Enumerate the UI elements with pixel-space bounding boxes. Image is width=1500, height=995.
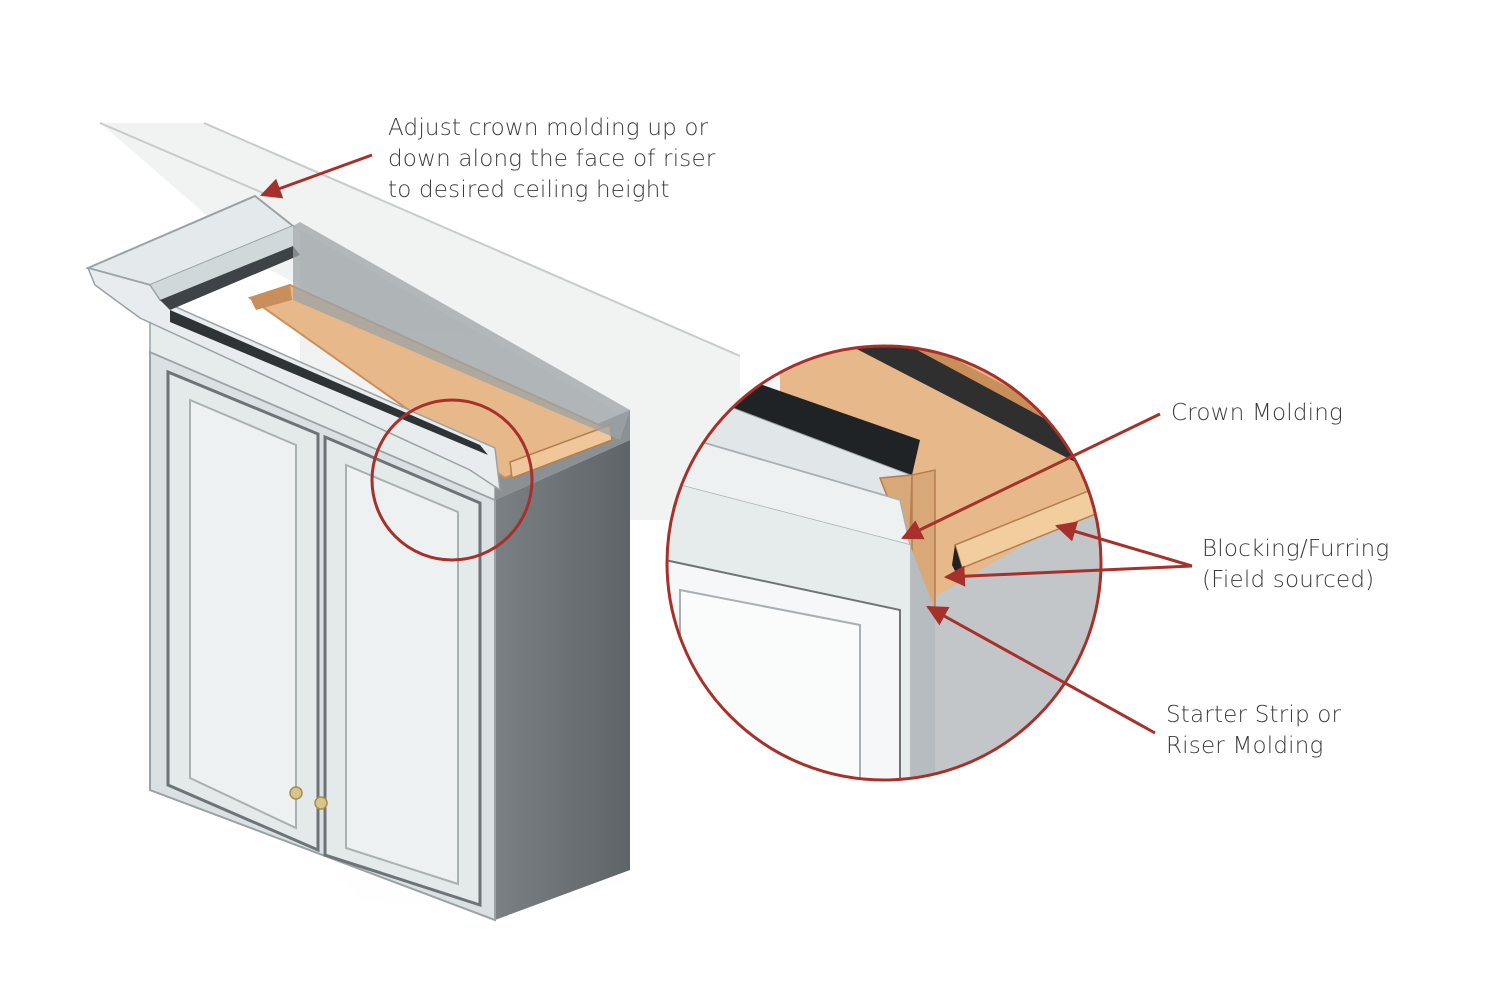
zoom-circle-border	[665, 344, 1103, 782]
starter-strip-label: Starter Strip or Riser Molding	[1166, 700, 1341, 762]
blocking-line-1: Blocking/Furring	[1202, 536, 1390, 562]
detail-callout-circle	[370, 398, 534, 562]
adjust-note-line-1: Adjust crown molding up or	[388, 115, 709, 141]
arrow-adjust	[260, 153, 373, 199]
furring-strip	[509, 423, 613, 480]
door-knob-right	[314, 796, 328, 810]
wall-cabinet	[84, 194, 630, 922]
adjust-note-line-2: down along the face of riser	[388, 146, 716, 172]
starter-line-1: Starter Strip or	[1166, 702, 1342, 728]
crown-molding-label: Crown Molding	[1171, 398, 1343, 429]
door-knob-left	[289, 786, 303, 800]
blocking-label: Blocking/Furring (Field sourced)	[1202, 534, 1389, 596]
blocking-line-2: (Field sourced)	[1202, 567, 1375, 593]
adjust-crown-note: Adjust crown molding up or down along th…	[388, 113, 716, 206]
furring-slot	[820, 346, 1101, 480]
cabinet-side	[495, 440, 630, 920]
adjust-note-line-3: to desired ceiling height	[388, 177, 670, 203]
callout-arrows	[260, 153, 1193, 735]
right-door-panel	[345, 463, 459, 886]
arrow-blocking-1	[1054, 521, 1193, 568]
left-door-panel	[189, 398, 297, 830]
crown-molding-text: Crown Molding	[1171, 400, 1344, 426]
arrow-blocking-2	[943, 564, 1193, 587]
blocking-strip	[954, 469, 1101, 570]
starter-line-2: Riser Molding	[1166, 733, 1324, 759]
arrow-starter-strip	[926, 605, 1156, 735]
arrow-crown-molding	[901, 412, 1161, 540]
